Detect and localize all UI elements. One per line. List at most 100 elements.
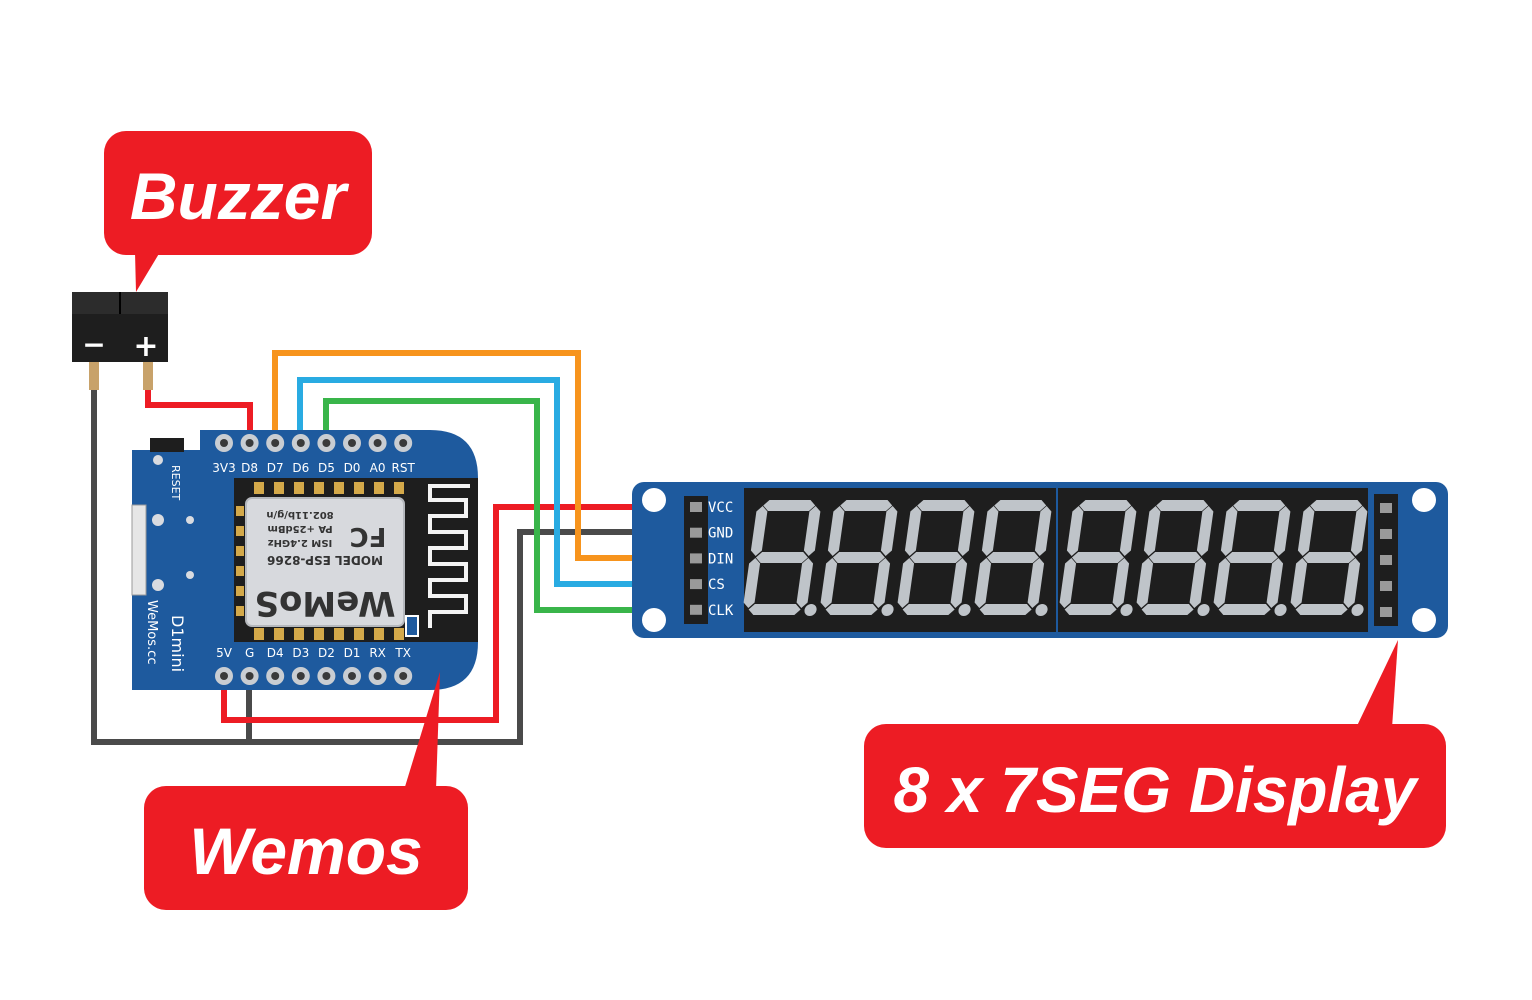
segment-a (1310, 500, 1363, 511)
segment-b (880, 506, 898, 556)
callout-buzzer-text: Buzzer (130, 159, 350, 233)
segment-e (1290, 558, 1308, 608)
segment-dp (958, 604, 971, 616)
module-pad (236, 506, 244, 516)
segment-d (748, 604, 801, 615)
segment-dp (1197, 604, 1210, 616)
segment-c (1112, 558, 1130, 608)
digit-2 (820, 500, 898, 616)
seven-segment-module: VCC GND DIN CS CLK (632, 482, 1448, 638)
segment-g (909, 552, 962, 563)
module-pad (334, 482, 344, 494)
segment-d (1141, 604, 1194, 615)
segment-g (1148, 552, 1201, 563)
segment-b (803, 506, 821, 556)
display-pin-label: CLK (708, 603, 734, 619)
digit-8 (1290, 500, 1368, 616)
segment-f (1220, 506, 1238, 556)
display-pin-clk (690, 604, 702, 615)
digit-7 (1213, 500, 1291, 616)
display-pin-label: CS (708, 577, 725, 593)
bottom-pin-hole (348, 672, 356, 680)
bottom-pin-hole (373, 672, 382, 680)
bottom-pin-hole (220, 672, 228, 680)
module-pad (314, 482, 324, 494)
usb-connector (131, 504, 147, 596)
segment-e (1213, 558, 1231, 608)
segment-c (950, 558, 968, 608)
top-pin-label: 3V3 (212, 461, 235, 475)
segment-dp (1035, 604, 1048, 616)
mount-hole-tr (1412, 488, 1436, 512)
module-pad (236, 546, 244, 556)
segment-e (1059, 558, 1077, 608)
callout-display-text: 8 x 7SEG Display (894, 754, 1420, 826)
top-pin-hole (348, 439, 356, 447)
display-pin-label: DIN (708, 551, 733, 567)
bottom-pin-hole (296, 672, 305, 680)
segment-a (1233, 500, 1286, 511)
top-pin-label: D8 (241, 461, 258, 475)
mount-hole-tl (642, 488, 666, 512)
module-text-line: ISM 2.4GHz (268, 537, 333, 548)
segment-dp (1351, 604, 1364, 616)
module-pad (294, 482, 304, 494)
segment-d (979, 604, 1032, 615)
top-pin-label: D7 (267, 461, 284, 475)
segment-a (1156, 500, 1209, 511)
module-text-line: MODEL ESP-8266 (267, 553, 383, 567)
module-pad (314, 628, 324, 640)
bottom-pin-hole (245, 672, 254, 680)
display-right-pin (1380, 581, 1392, 591)
callout-wemos-text: Wemos (189, 814, 423, 888)
segment-a (994, 500, 1047, 511)
display-right-pin (1380, 555, 1392, 565)
module-text-line: 802.11b/g/n (266, 509, 333, 520)
segment-c (1266, 558, 1284, 608)
smd-led (405, 615, 419, 637)
bottom-pin-hole (322, 672, 331, 680)
bottom-pin-label: D3 (292, 646, 309, 660)
segment-g (1225, 552, 1278, 563)
display-pin-vcc (690, 502, 702, 512)
display-pin-gnd (690, 527, 702, 538)
wire-d5-clk (323, 398, 700, 613)
segment-b (957, 506, 975, 556)
segment-d (902, 604, 955, 615)
digit-3 (897, 500, 975, 616)
segment-b (1350, 506, 1368, 556)
segment-f (1143, 506, 1161, 556)
segment-g (986, 552, 1039, 563)
display-pin-label: GND (708, 526, 733, 542)
segment-b (1119, 506, 1137, 556)
bottom-pin-label: D4 (267, 646, 284, 660)
display-pin-label: VCC (708, 500, 733, 516)
module-logo: WeMoS (254, 583, 395, 623)
segment-a (1079, 500, 1132, 511)
top-pin-label: A0 (370, 461, 386, 475)
segment-d (1295, 604, 1348, 615)
display-pin-din (690, 553, 702, 564)
segment-c (1189, 558, 1207, 608)
segment-b (1273, 506, 1291, 556)
board-name: D1mini (168, 615, 187, 672)
segment-f (904, 506, 922, 556)
mount-hole-br (1412, 608, 1436, 632)
segment-c (1343, 558, 1361, 608)
reset-label: RESET (169, 465, 182, 501)
module-pad (394, 628, 404, 640)
digit-4 (974, 500, 1052, 616)
bottom-pin-hole (271, 672, 280, 680)
module-pad (334, 628, 344, 640)
module-pad (254, 482, 264, 494)
module-pad (254, 628, 264, 640)
module-pad (274, 628, 284, 640)
top-pin-hole (296, 439, 305, 447)
segment-a (917, 500, 970, 511)
top-pin-label: D6 (292, 461, 309, 475)
segment-a (763, 500, 816, 511)
top-pin-hole (220, 439, 228, 447)
segment-e (974, 558, 992, 608)
segment-e (820, 558, 838, 608)
